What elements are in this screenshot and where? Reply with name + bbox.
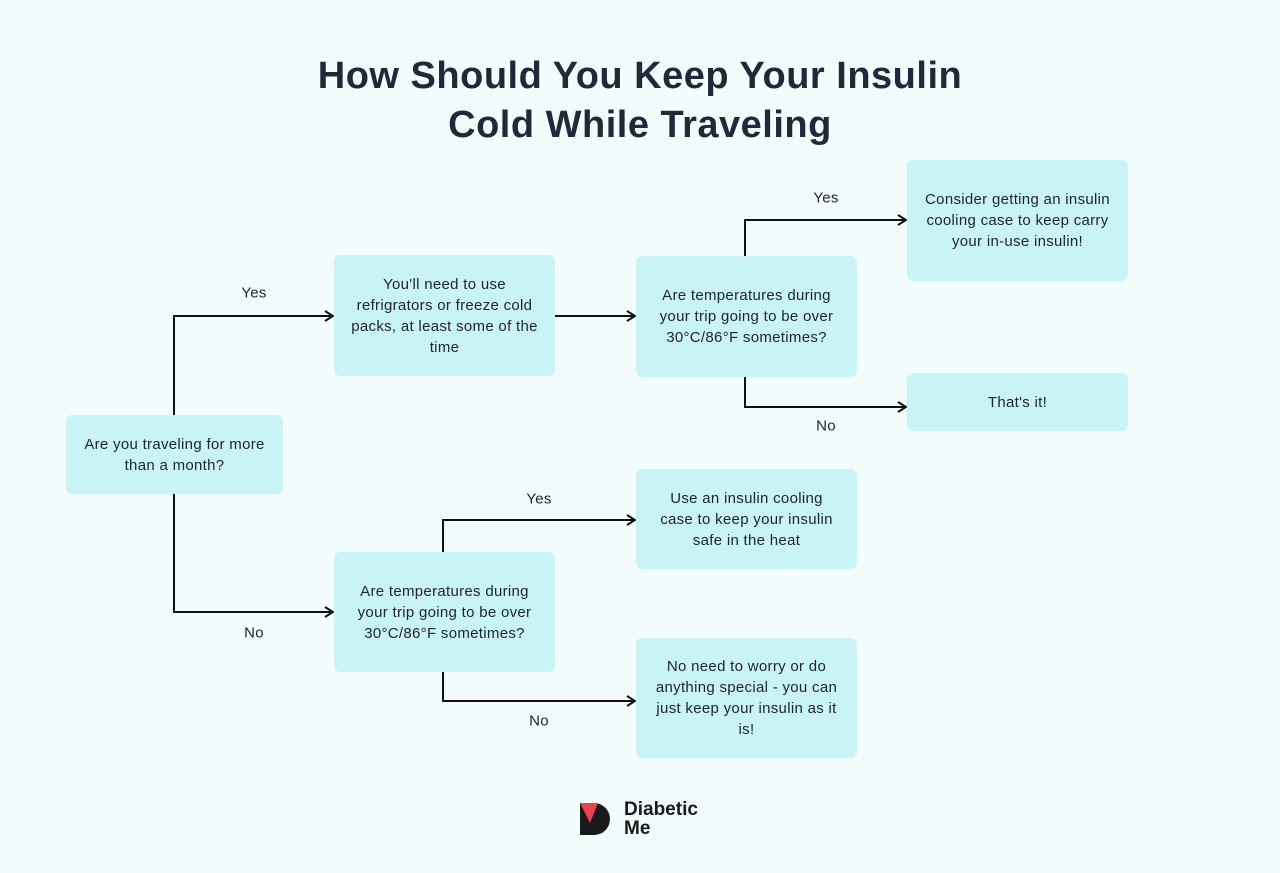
label-short-yes: Yes bbox=[526, 490, 552, 508]
label-long-yes: Yes bbox=[813, 189, 839, 207]
page-title: How Should You Keep Your Insulin Cold Wh… bbox=[0, 52, 1280, 150]
node-no-worry: No need to worry or do anything special … bbox=[636, 638, 857, 758]
node-temp-short: Are temperatures during your trip going … bbox=[334, 552, 555, 672]
node-thats-it: That's it! bbox=[907, 373, 1128, 431]
label-long-no: No bbox=[816, 417, 836, 435]
title-line-1: How Should You Keep Your Insulin bbox=[317, 55, 963, 97]
node-start: Are you traveling for more than a month? bbox=[66, 415, 283, 494]
logo-line-2: Me bbox=[624, 818, 651, 839]
logo-text: Diabetic Me bbox=[624, 800, 698, 838]
edge-start-no bbox=[173, 494, 333, 612]
edge-short-no bbox=[442, 672, 635, 701]
logo-line-1: Diabetic bbox=[624, 799, 698, 820]
edge-long-no bbox=[744, 377, 906, 407]
label-start-yes: Yes bbox=[241, 284, 267, 302]
node-cooling-case-use: Use an insulin cooling case to keep your… bbox=[636, 469, 857, 569]
logo-mark-icon bbox=[580, 803, 610, 835]
node-fridge: You'll need to use refrigrators or freez… bbox=[334, 255, 555, 376]
label-short-no: No bbox=[529, 712, 549, 730]
edge-short-yes bbox=[442, 520, 635, 552]
diabetic-me-logo: Diabetic Me bbox=[578, 800, 698, 838]
edge-start-yes bbox=[173, 316, 333, 415]
label-start-no: No bbox=[244, 624, 264, 642]
node-cooling-case-consider: Consider getting an insulin cooling case… bbox=[907, 160, 1128, 281]
node-temp-long: Are temperatures during your trip going … bbox=[636, 256, 857, 377]
edge-long-yes bbox=[744, 220, 906, 256]
title-line-2: Cold While Traveling bbox=[448, 104, 832, 146]
